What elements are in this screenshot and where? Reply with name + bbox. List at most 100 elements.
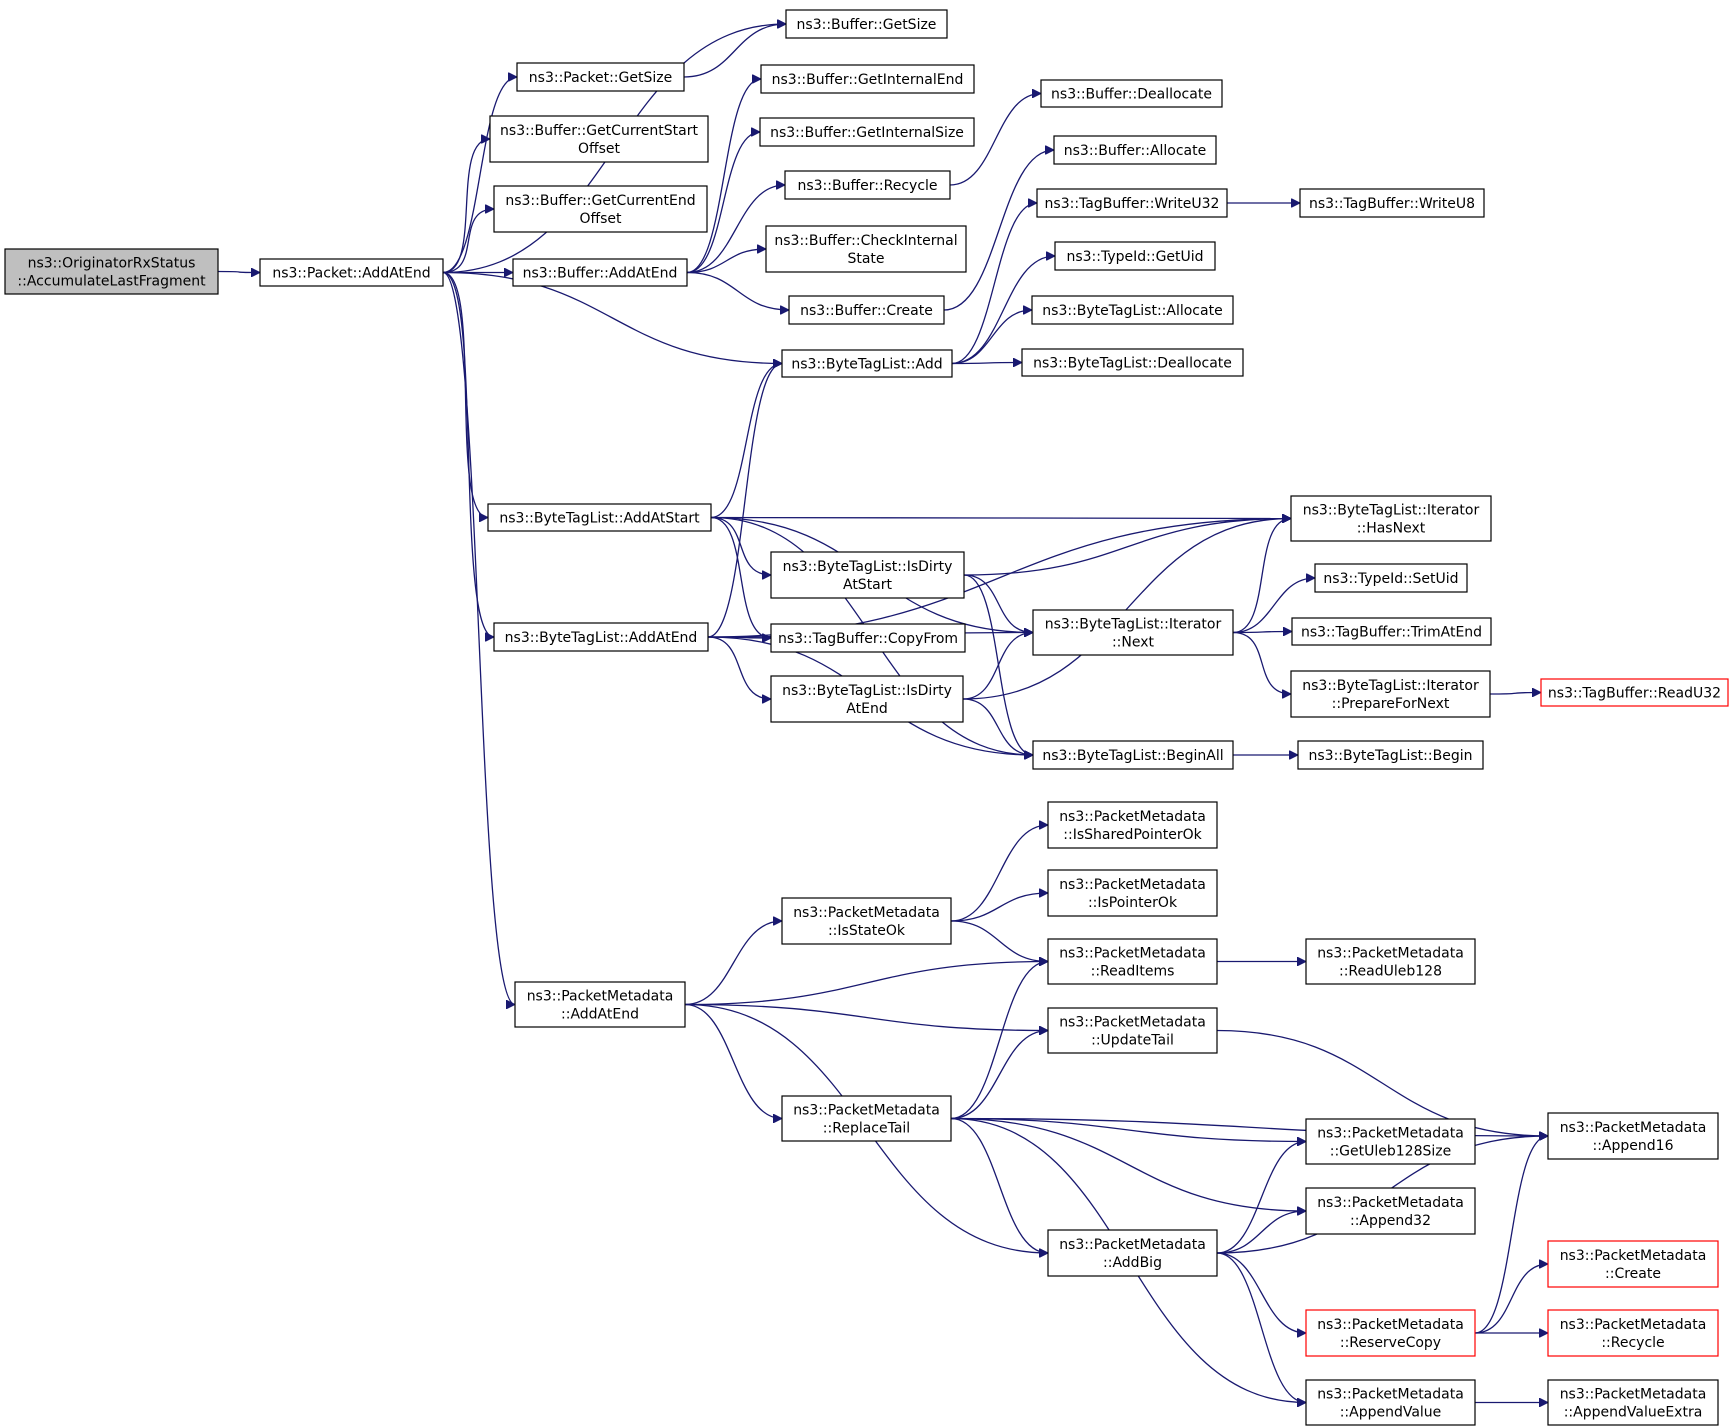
node-label: ::ReplaceTail bbox=[823, 1121, 910, 1137]
node-label: ns3::PacketMetadata bbox=[1317, 1387, 1464, 1403]
node-label: ns3::ByteTagList::Allocate bbox=[1042, 303, 1222, 319]
node-label: ns3::PacketMetadata bbox=[1560, 1387, 1707, 1403]
node-box bbox=[1305, 938, 1476, 985]
node-pm-getulebsize[interactable]: ns3::PacketMetadata::GetUleb128Size bbox=[1305, 1118, 1476, 1165]
node-label: ns3::ByteTagList::IsDirty bbox=[782, 683, 952, 699]
node-buf-intsize[interactable]: ns3::Buffer::GetInternalSize bbox=[759, 117, 975, 147]
node-tb-readu32[interactable]: ns3::TagBuffer::ReadU32 bbox=[1540, 678, 1729, 707]
node-box bbox=[1305, 1379, 1476, 1426]
edge-buf-addatend-to-buf-recycle bbox=[686, 185, 785, 274]
node-pm-isstateok[interactable]: ns3::PacketMetadata::IsStateOk bbox=[781, 897, 952, 945]
node-pm-readuleb[interactable]: ns3::PacketMetadata::ReadUleb128 bbox=[1305, 938, 1476, 985]
node-buf-create[interactable]: ns3::Buffer::Create bbox=[788, 295, 945, 325]
node-pm-ispointerok[interactable]: ns3::PacketMetadata::IsPointerOk bbox=[1047, 869, 1218, 917]
node-pm-readitems[interactable]: ns3::PacketMetadata::ReadItems bbox=[1047, 938, 1218, 985]
edge-pm-addbig-to-pm-appendvalue bbox=[1216, 1252, 1306, 1403]
edge-btl-addatend-to-btl-dirtyend bbox=[707, 636, 771, 699]
node-buf-alloc[interactable]: ns3::Buffer::Allocate bbox=[1053, 135, 1217, 165]
node-box bbox=[785, 9, 948, 39]
node-label: ns3::PacketMetadata bbox=[1317, 1317, 1464, 1333]
node-buf-recycle[interactable]: ns3::Buffer::Recycle bbox=[784, 170, 951, 200]
edge-root-to-pkt-addatend bbox=[217, 272, 260, 273]
node-pm-addatend[interactable]: ns3::PacketMetadata::AddAtEnd bbox=[514, 981, 686, 1028]
node-pm-append32[interactable]: ns3::PacketMetadata::Append32 bbox=[1305, 1187, 1476, 1235]
node-label: ns3::Buffer::GetCurrentStart bbox=[500, 123, 698, 139]
node-label: ns3::Buffer::GetInternalSize bbox=[770, 125, 964, 141]
node-tb-copyfrom[interactable]: ns3::TagBuffer::CopyFrom bbox=[770, 623, 966, 653]
edge-btl-add-to-btl-alloc bbox=[951, 310, 1032, 365]
node-btl-begin[interactable]: ns3::ByteTagList::Begin bbox=[1297, 740, 1484, 770]
node-box bbox=[1047, 801, 1218, 849]
edge-buf-addatend-to-buf-checkint bbox=[686, 249, 766, 274]
node-btl-beginall[interactable]: ns3::ByteTagList::BeginAll bbox=[1032, 740, 1234, 770]
node-buf-getsize[interactable]: ns3::Buffer::GetSize bbox=[785, 9, 948, 39]
node-pkt-addatend[interactable]: ns3::Packet::AddAtEnd bbox=[259, 258, 444, 287]
node-box bbox=[781, 897, 952, 945]
edge-btl-addatstart-to-btl-dirtystart bbox=[710, 516, 771, 576]
node-btl-addatend[interactable]: ns3::ByteTagList::AddAtEnd bbox=[493, 622, 709, 652]
node-box bbox=[512, 258, 688, 287]
node-box bbox=[1047, 938, 1218, 985]
node-pm-replacetail[interactable]: ns3::PacketMetadata::ReplaceTail bbox=[781, 1095, 952, 1142]
node-pm-updatetail[interactable]: ns3::PacketMetadata::UpdateTail bbox=[1047, 1007, 1218, 1054]
node-box bbox=[1290, 495, 1492, 542]
node-label: ::Append16 bbox=[1593, 1138, 1674, 1154]
node-tid-getuid[interactable]: ns3::TypeId::GetUid bbox=[1054, 241, 1216, 271]
node-pm-appendvalue[interactable]: ns3::PacketMetadata::AppendValue bbox=[1305, 1379, 1476, 1426]
node-label: ns3::PacketMetadata bbox=[793, 1103, 940, 1119]
node-pm-create[interactable]: ns3::PacketMetadata::Create bbox=[1547, 1240, 1719, 1288]
edge-pm-addatend-to-pm-readitems bbox=[684, 962, 1048, 1006]
node-btl-it-next[interactable]: ns3::ByteTagList::Iterator::Next bbox=[1032, 609, 1234, 656]
node-label: ns3::OriginatorRxStatus bbox=[28, 256, 196, 272]
node-pm-recycle[interactable]: ns3::PacketMetadata::Recycle bbox=[1547, 1309, 1719, 1357]
node-tb-writeu8[interactable]: ns3::TagBuffer::WriteU8 bbox=[1299, 188, 1485, 218]
node-pm-addbig[interactable]: ns3::PacketMetadata::AddBig bbox=[1047, 1229, 1218, 1277]
node-pm-append16[interactable]: ns3::PacketMetadata::Append16 bbox=[1547, 1112, 1719, 1160]
node-label: ns3::Buffer::GetCurrentEnd bbox=[505, 193, 695, 209]
node-btl-it-hasnext[interactable]: ns3::ByteTagList::Iterator::HasNext bbox=[1290, 495, 1492, 542]
node-btl-it-prep[interactable]: ns3::ByteTagList::Iterator::PrepareForNe… bbox=[1290, 670, 1491, 718]
edge-pm-addatend-to-pm-replacetail bbox=[684, 1003, 782, 1119]
node-label: ns3::PacketMetadata bbox=[1560, 1120, 1707, 1136]
node-root[interactable]: ns3::OriginatorRxStatus::AccumulateLastF… bbox=[4, 248, 219, 295]
node-box bbox=[770, 623, 966, 653]
node-pm-issharedok[interactable]: ns3::PacketMetadata::IsSharedPointerOk bbox=[1047, 801, 1218, 849]
node-box bbox=[489, 115, 709, 163]
node-label: ns3::PacketMetadata bbox=[1317, 1126, 1464, 1142]
node-box bbox=[1032, 609, 1234, 656]
node-label: ::AppendValueExtra bbox=[1564, 1405, 1703, 1421]
node-tb-writeu32[interactable]: ns3::TagBuffer::WriteU32 bbox=[1036, 188, 1228, 218]
node-tid-setuid[interactable]: ns3::TypeId::SetUid bbox=[1314, 563, 1468, 593]
edge-pkt-addatend-to-pm-addatend bbox=[442, 271, 516, 1005]
node-btl-addatstart[interactable]: ns3::ByteTagList::AddAtStart bbox=[487, 503, 712, 532]
edge-pm-isstateok-to-pm-issharedok bbox=[950, 825, 1048, 922]
node-box bbox=[493, 622, 709, 652]
node-btl-add[interactable]: ns3::ByteTagList::Add bbox=[781, 349, 953, 378]
node-buf-addatend[interactable]: ns3::Buffer::AddAtEnd bbox=[512, 258, 688, 287]
node-label: ns3::PacketMetadata bbox=[1560, 1317, 1707, 1333]
node-buf-dealloc[interactable]: ns3::Buffer::Deallocate bbox=[1040, 79, 1223, 108]
node-buf-intend[interactable]: ns3::Buffer::GetInternalEnd bbox=[760, 64, 975, 94]
node-label: ns3::PacketMetadata bbox=[527, 989, 674, 1005]
edge-pm-addbig-to-pm-getulebsize bbox=[1216, 1142, 1306, 1254]
node-pm-appendvalueextra[interactable]: ns3::PacketMetadata::AppendValueExtra bbox=[1547, 1379, 1719, 1426]
node-label: ns3::Buffer::Allocate bbox=[1064, 143, 1207, 159]
node-label: ns3::PacketMetadata bbox=[1317, 1195, 1464, 1211]
node-pm-reservecopy[interactable]: ns3::PacketMetadata::ReserveCopy bbox=[1305, 1309, 1476, 1357]
node-btl-dealloc[interactable]: ns3::ByteTagList::Deallocate bbox=[1021, 348, 1244, 377]
node-label: ns3::PacketMetadata bbox=[1059, 1237, 1206, 1253]
edge-pm-replacetail-to-pm-updatetail bbox=[950, 1031, 1048, 1120]
node-box bbox=[4, 248, 219, 295]
edge-pkt-addatend-to-buf-curstart bbox=[442, 139, 491, 274]
node-btl-alloc[interactable]: ns3::ByteTagList::Allocate bbox=[1031, 295, 1234, 325]
node-tb-trimatend[interactable]: ns3::TagBuffer::TrimAtEnd bbox=[1291, 617, 1492, 646]
edge-buf-addatend-to-buf-intend bbox=[686, 79, 762, 274]
node-pkt-getsize[interactable]: ns3::Packet::GetSize bbox=[516, 62, 685, 92]
node-box bbox=[487, 503, 712, 532]
edge-btl-add-to-tid-getuid bbox=[951, 256, 1055, 365]
